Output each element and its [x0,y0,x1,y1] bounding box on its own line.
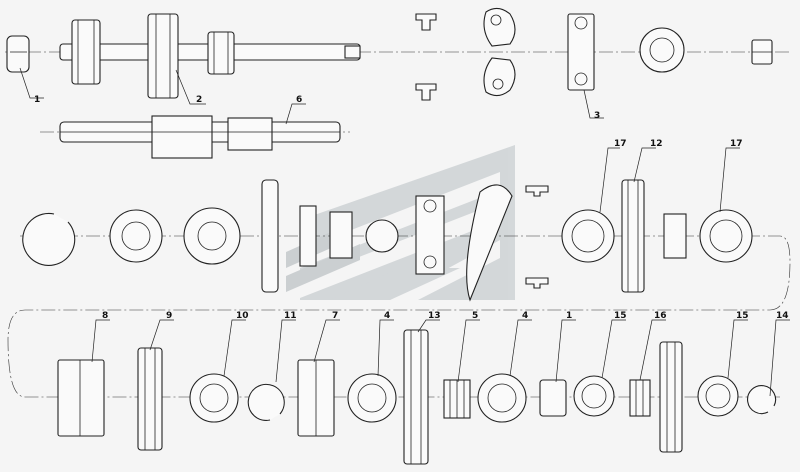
part-15-washer-b [697,375,739,417]
part-2-gear-shaft [59,13,361,99]
callout-6: 6 [296,95,302,105]
callout-15-b: 15 [736,311,749,321]
part-16-needle-bearing [629,379,651,417]
sleeve [329,211,353,259]
spacer [663,213,687,259]
part-7-coupling [297,359,335,437]
bearing-block [415,195,445,275]
part-12-gear [621,179,645,293]
part-8-coupling [57,359,105,437]
callout-2: 2 [196,95,202,105]
callout-15-a: 15 [614,311,627,321]
callout-7: 7 [332,311,338,321]
callout-4-b: 4 [522,311,528,321]
rivet-bottom [415,83,437,101]
bracket-2 [466,184,513,302]
part-10-washer [189,373,239,423]
snap-ring-open [22,212,76,266]
split-bracket [483,7,516,97]
part-6-shaft [59,115,341,159]
part-15-washer-a [573,375,615,417]
hex-nut [751,39,773,65]
callout-3: 3 [594,111,600,121]
callout-5: 5 [472,311,478,321]
rivet-2-bottom [525,277,549,289]
callout-4-a: 4 [384,311,390,321]
part-4-washer-a [347,373,397,423]
seal-ring [299,205,317,267]
sprocket [261,179,279,293]
callout-17-right: 17 [730,139,743,149]
callout-1: 1 [34,95,40,105]
part-17-washer-left [561,209,615,263]
callout-10: 10 [236,311,249,321]
rivet-2-top [525,185,549,197]
part-3-bearing [567,13,595,91]
callout-1-b: 1 [566,311,572,321]
gear-row3-large [659,341,683,453]
washer-small [365,219,399,253]
tabbed-washer-a [109,209,163,263]
part-1-end-cap [6,35,30,73]
lock-washer [639,27,685,73]
callout-labels: 1 2 3 6 17 12 17 8 9 10 11 7 4 13 5 4 1 … [34,95,789,321]
leader-lines [19,67,790,397]
callout-11: 11 [284,311,297,321]
part-11-circlip [247,383,285,421]
callout-12: 12 [650,139,663,149]
part-14-circlip [747,385,777,415]
callout-14: 14 [776,311,789,321]
part-13-gear [403,329,429,465]
callout-9: 9 [166,311,172,321]
callout-8: 8 [102,311,108,321]
part-17-washer-right [699,209,753,263]
callout-16: 16 [654,311,667,321]
callout-13: 13 [428,311,441,321]
tabbed-washer-b [183,207,241,265]
rivet-top [415,13,437,31]
callout-17-left: 17 [614,139,627,149]
part-9-gear [137,347,163,451]
part-4-washer-b [477,373,527,423]
part-1-end-cap-b [539,379,567,417]
part-5-needle-bearing [443,379,471,419]
